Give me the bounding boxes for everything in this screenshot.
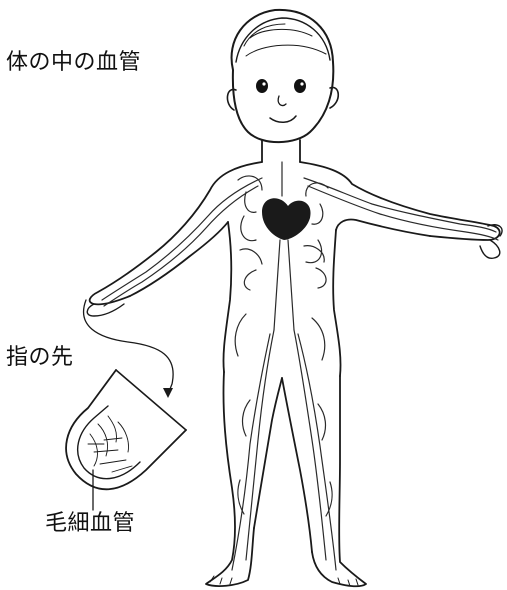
heart-and-vessels [102,162,498,570]
capillaries-label: 毛細血管 [45,511,135,537]
body-vessels-label: 体の中の血管 [6,50,141,76]
fingertip-label: 指の先 [6,345,74,371]
child-head [227,10,338,162]
connector-arrowhead [163,388,173,398]
